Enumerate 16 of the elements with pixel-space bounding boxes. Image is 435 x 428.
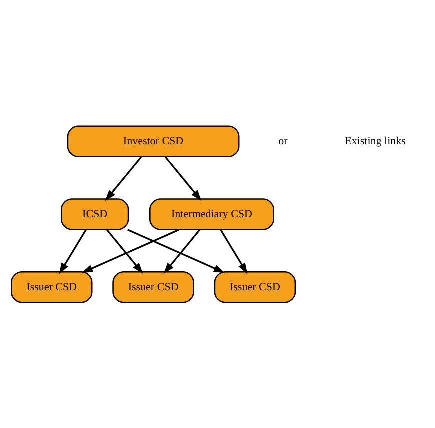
label: or [278,135,288,148]
node-box: Issuer CSD [11,270,93,303]
arrow [165,156,202,201]
arrow [82,228,180,273]
arrow [220,229,248,274]
node-box: ICSD [60,198,130,230]
node-box: Issuer CSD [214,270,296,303]
arrow [59,229,87,274]
node-box: Intermediary CSD [150,198,274,230]
node-box: Issuer CSD [112,270,194,303]
arrow [105,156,142,201]
arrow [164,229,201,274]
node-box: Investor CSD [67,125,240,158]
label: Existing links [345,135,406,148]
arrow [106,229,144,274]
arrow [128,228,226,273]
